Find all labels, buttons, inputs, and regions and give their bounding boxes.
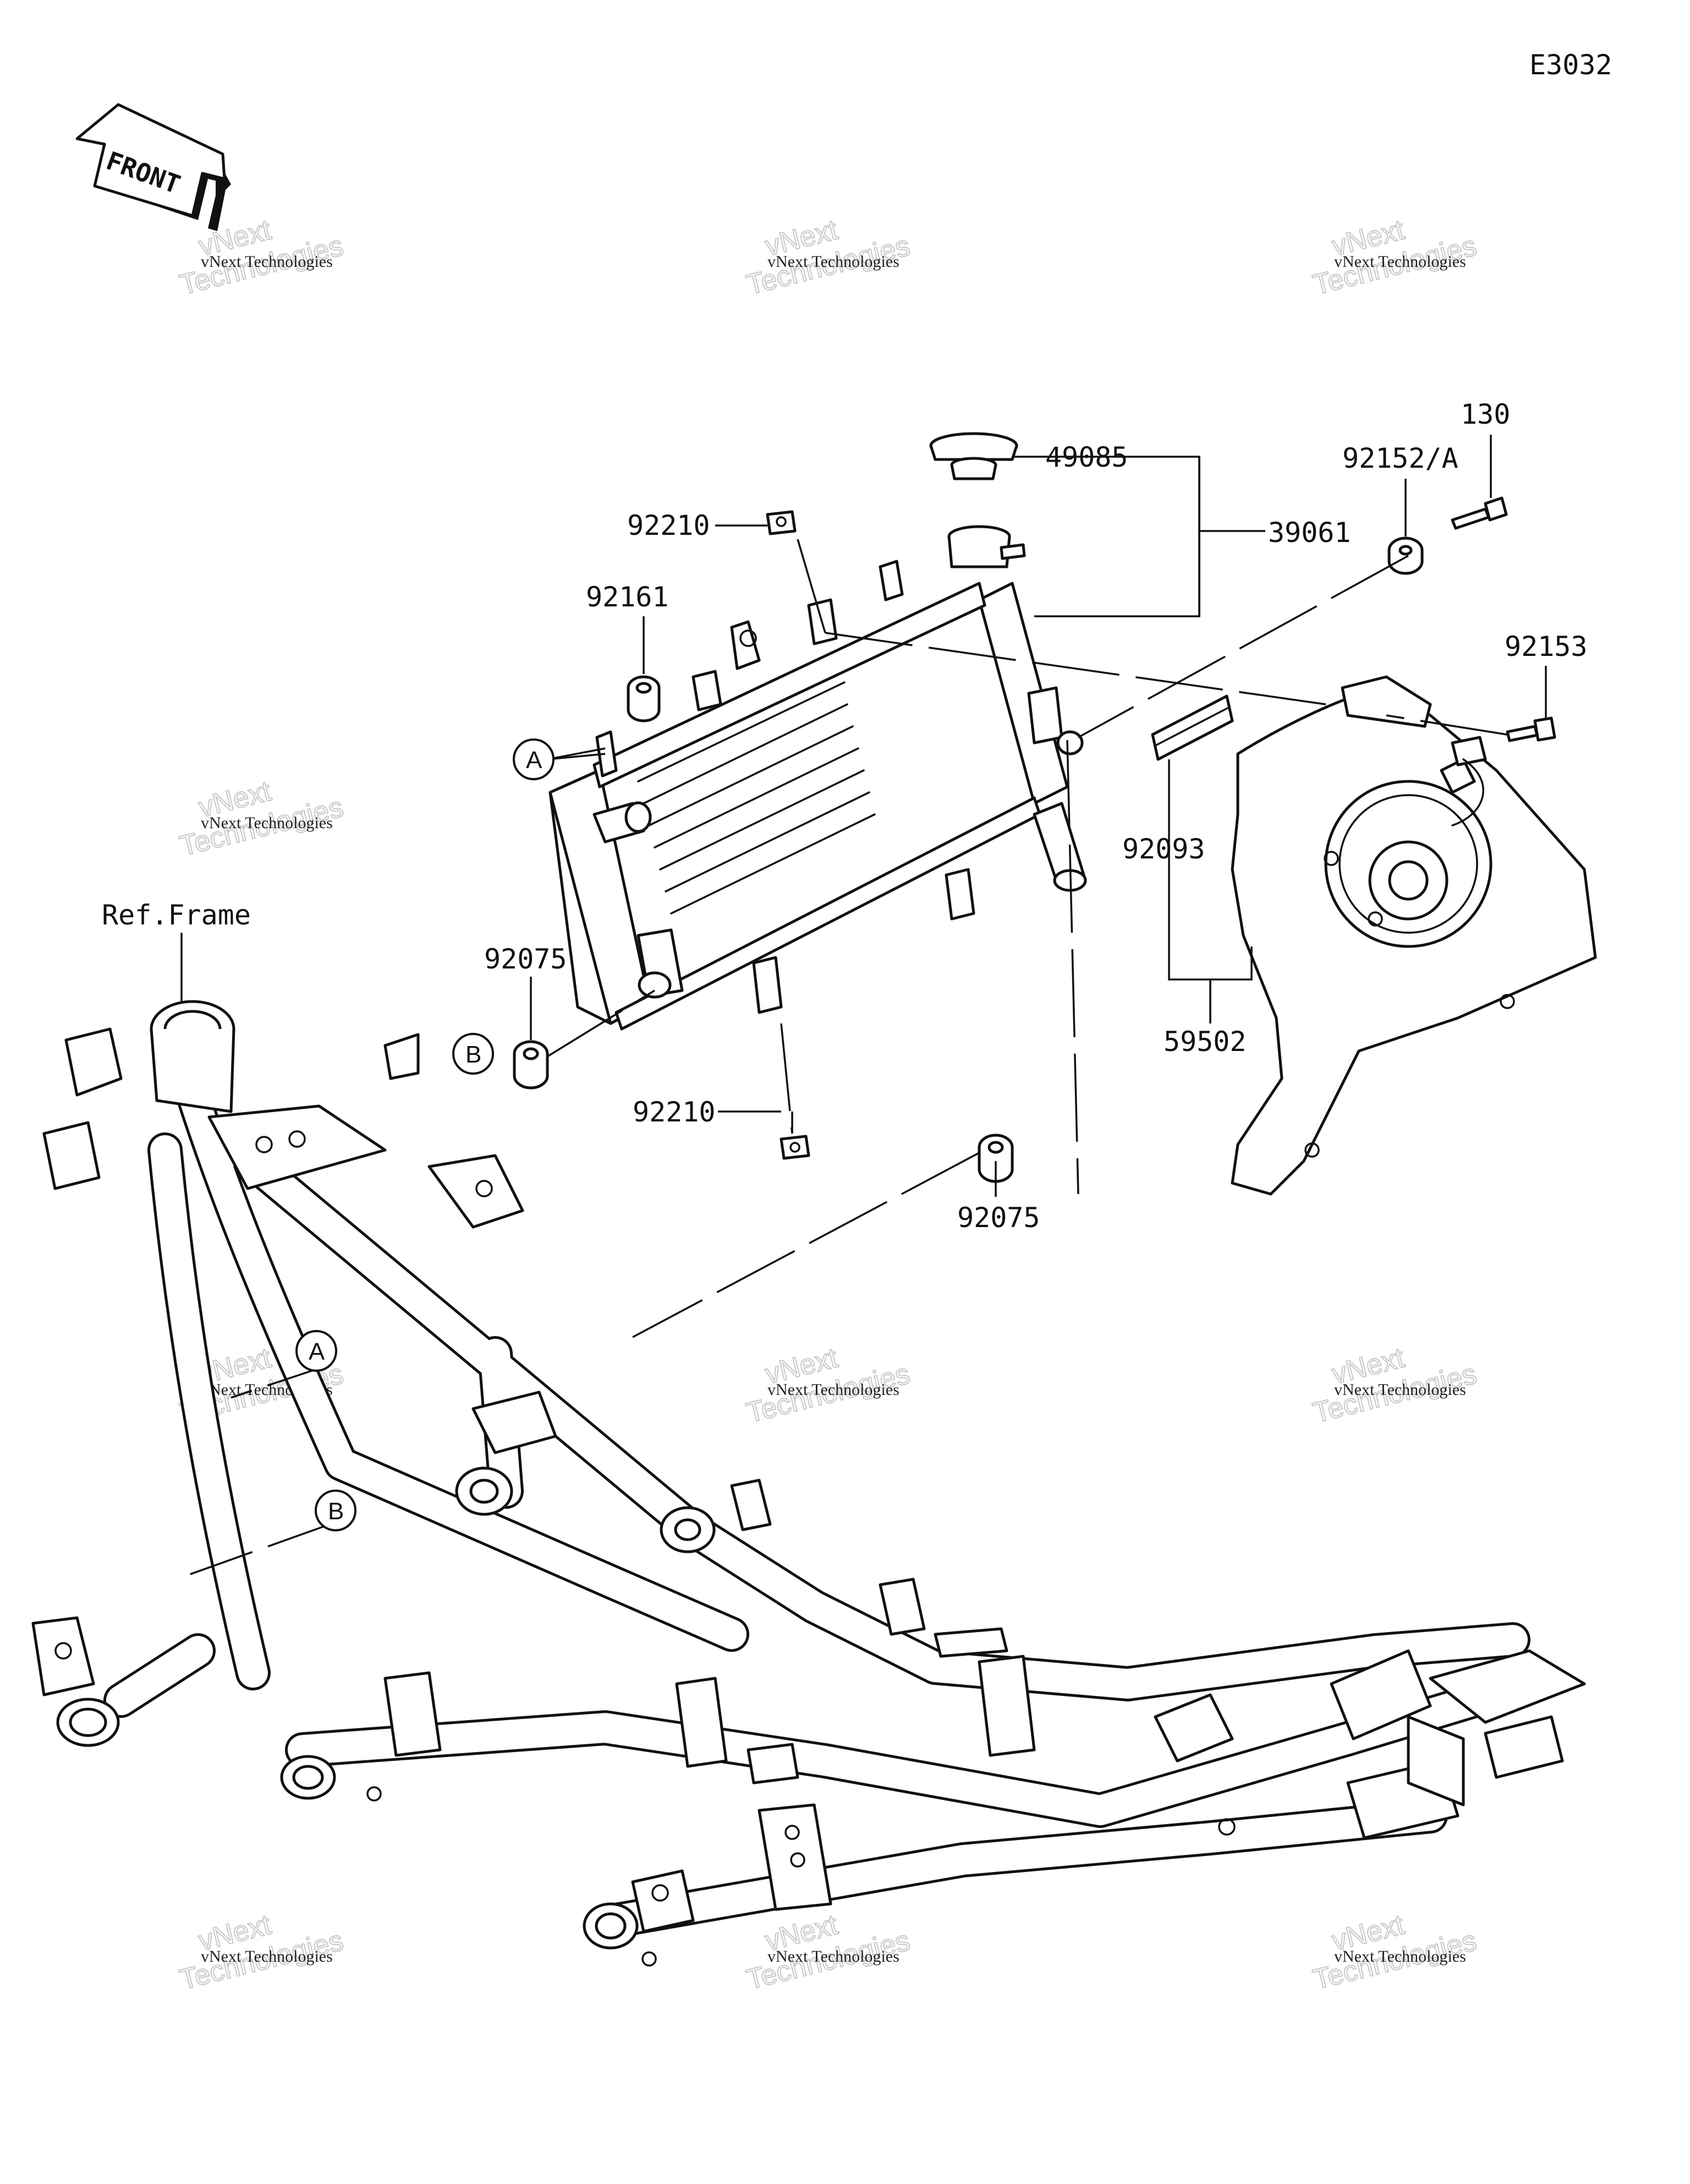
svg-text:vNext Technologies: vNext Technologies <box>767 253 899 271</box>
fan-shroud <box>1231 675 1597 1196</box>
part-label-92075-right: 92075 <box>957 1202 1040 1234</box>
part-label-92161: 92161 <box>586 581 669 613</box>
callout-a-frame: A <box>295 1330 337 1372</box>
grommet-92161 <box>627 675 661 722</box>
watermark: vNext Technologies vNext Technologies <box>176 775 347 863</box>
svg-text:vNext Technologies: vNext Technologies <box>201 253 333 271</box>
radiator <box>548 525 1087 1031</box>
diagram-code: E3032 <box>1529 49 1612 81</box>
svg-text:B: B <box>465 1041 481 1068</box>
svg-text:A: A <box>526 747 542 774</box>
part-label-92210-top: 92210 <box>627 510 710 541</box>
part-label-39061: 39061 <box>1268 517 1351 549</box>
svg-text:vNext Technologies: vNext Technologies <box>1334 1381 1466 1399</box>
svg-text:vNext Technologies: vNext Technologies <box>767 1381 899 1399</box>
svg-text:vNext Technologies: vNext Technologies <box>201 814 333 832</box>
svg-text:vNext Technologies: vNext Technologies <box>201 1947 333 1966</box>
radiator-cap <box>929 432 1018 480</box>
part-label-92075-left: 92075 <box>484 943 567 975</box>
watermark: vNext Technologies vNext Technologies <box>1309 1342 1480 1430</box>
grommet-92075-left <box>513 1040 549 1090</box>
svg-text:B: B <box>328 1498 344 1525</box>
clip-92210-top <box>766 510 797 535</box>
front-arrow-icon: FRONT <box>75 103 231 231</box>
ref-frame-label: Ref.Frame <box>102 899 251 931</box>
watermark: vNext Technologies vNext Technologies <box>176 1908 347 1997</box>
callout-a-top: A <box>513 738 555 780</box>
part-label-92153: 92153 <box>1505 631 1588 663</box>
svg-text:A: A <box>309 1338 325 1365</box>
callout-b-top: B <box>452 1033 494 1075</box>
watermark: vNext Technologies vNext Technologies <box>743 214 914 302</box>
clip-92210-bottom <box>780 1135 810 1160</box>
bolt-92153 <box>1506 716 1556 742</box>
watermark: vNext Technologies vNext Technologies <box>1309 1908 1480 1997</box>
part-label-49085: 49085 <box>1045 441 1128 473</box>
bolt-130 <box>1451 496 1508 530</box>
part-label-92152a: 92152/A <box>1342 442 1458 474</box>
watermark: vNext Technologies vNext Technologies <box>743 1908 914 1997</box>
watermark: vNext Technologies vNext Technologies <box>743 1342 914 1430</box>
callout-b-frame: B <box>315 1490 356 1531</box>
svg-text:vNext Technologies: vNext Technologies <box>1334 1947 1466 1966</box>
collar-92152a <box>1387 537 1424 575</box>
watermark: vNext Technologies vNext Technologies <box>176 214 347 302</box>
frame <box>31 1000 1586 1967</box>
part-label-130: 130 <box>1461 398 1510 430</box>
seal-92093 <box>1151 694 1234 761</box>
watermark: vNext Technologies vNext Technologies <box>1309 214 1480 302</box>
part-label-92210-bottom: 92210 <box>633 1096 716 1128</box>
part-label-59502: 59502 <box>1164 1026 1247 1058</box>
part-label-92093: 92093 <box>1122 833 1205 865</box>
svg-text:vNext Technologies: vNext Technologies <box>767 1947 899 1966</box>
svg-text:vNext Technologies: vNext Technologies <box>1334 253 1466 271</box>
